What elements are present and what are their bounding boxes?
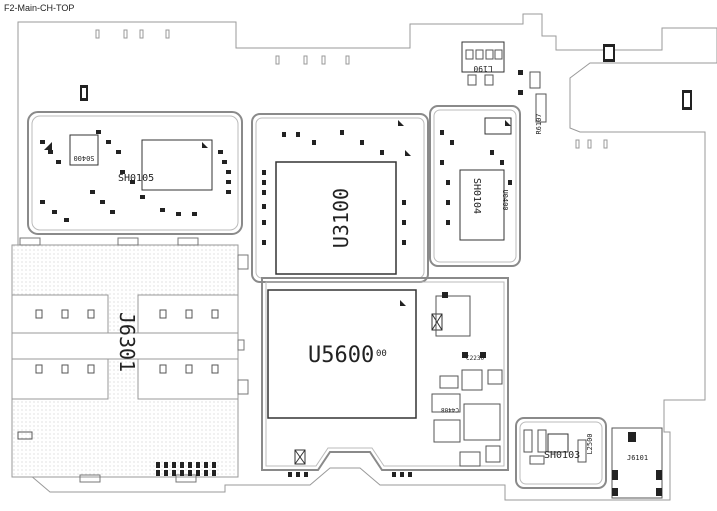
label-c2230: C2230 — [466, 355, 484, 362]
label-sh0103: SH0103 — [544, 450, 580, 461]
label-r6107: R6107 — [535, 113, 543, 134]
label-l2500: L2500 — [586, 433, 594, 454]
chip-sh0105-main — [141, 139, 213, 191]
label-s0400: S0400 — [73, 154, 94, 162]
shield-sh0103 — [515, 417, 607, 489]
bottom-components — [156, 462, 412, 477]
shield-sh0104 — [429, 105, 521, 267]
label-j6301: J6301 — [115, 312, 139, 372]
chip-u3100 — [275, 161, 397, 275]
u3100-passives — [262, 130, 406, 245]
u5600-side-parts — [431, 295, 503, 467]
label-u5600: U5600 — [308, 343, 374, 368]
label-sh0105: SH0105 — [118, 173, 154, 184]
board-outline — [17, 13, 717, 501]
label-j6101: J6101 — [627, 454, 648, 462]
connector-pads — [35, 309, 219, 374]
label-u0400: U0400 — [501, 189, 509, 210]
label-sh0104: SH0104 — [471, 178, 482, 214]
chip-sh0104-main — [459, 169, 505, 241]
label-u3100: U3100 — [329, 188, 353, 248]
chip-u5600 — [267, 289, 417, 419]
sh0104-passives — [440, 130, 512, 225]
connector-j6101 — [611, 427, 663, 499]
label-u5600-suffix: 00 — [376, 349, 387, 359]
sh0105-passives — [40, 130, 231, 222]
shield-sh0105 — [27, 111, 243, 235]
top-edge-marks — [95, 29, 608, 149]
shield-u5600 — [261, 277, 509, 471]
label-l190: L190 — [473, 64, 492, 73]
chip-sh0103 — [547, 433, 569, 453]
diagram-title: F2-Main-CH-TOP — [4, 3, 75, 13]
module-l190 — [461, 41, 505, 73]
label-c4408: C4408 — [441, 406, 459, 413]
